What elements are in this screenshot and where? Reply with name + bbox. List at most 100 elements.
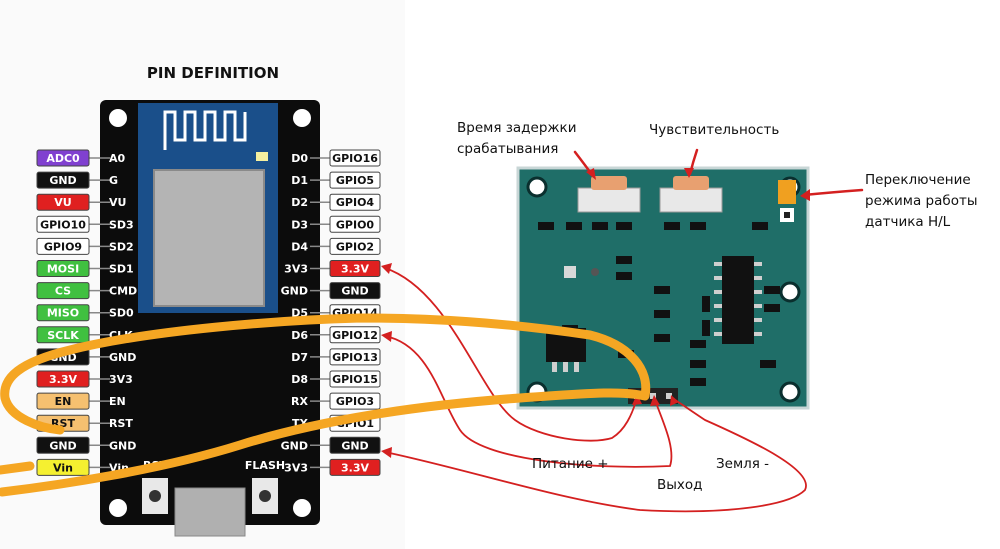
board-pin-label-left-6: CMD [109, 285, 137, 298]
pin-tag-text: 3.3V [49, 373, 77, 386]
pin-tag-text: CS [55, 285, 71, 298]
pin-tag-text: GPIO10 [40, 218, 86, 231]
pin-tag-text: MOSI [47, 263, 79, 276]
pin-tag-right-3: GPIO0 [329, 215, 381, 233]
mount-hole-tr [293, 109, 311, 127]
board-pin-label-left-11: EN [109, 395, 126, 408]
mode-label-line3: датчика H/L [865, 214, 951, 230]
pin-tag-right-1: GPIO5 [329, 171, 381, 189]
pin-tag-text: GND [49, 439, 76, 452]
board-pin-label-left-3: SD3 [109, 218, 134, 231]
pin-tag-right-6: GND [329, 282, 381, 300]
pin-tag-left-8: SCLK [36, 326, 90, 344]
pin-tag-text: MISO [47, 307, 79, 320]
board-pin-label-right-8: D6 [291, 329, 308, 342]
board-pin-label-left-5: SD1 [109, 263, 134, 276]
orange-wire [0, 313, 651, 497]
mode-label-line1: Переключение [865, 172, 971, 188]
pin-tag-left-0: ADC0 [36, 149, 90, 167]
usb-connector [174, 487, 246, 537]
pin-tag-text: 3.3V [341, 263, 369, 276]
ground-label: Земля - [716, 456, 769, 472]
board-pin-label-right-5: 3V3 [284, 263, 308, 276]
pin-tag-right-4: GPIO2 [329, 237, 381, 255]
delay-label-line1: Время задержки [457, 120, 576, 136]
ic-chip [722, 256, 754, 344]
board-pin-label-left-0: A0 [109, 152, 126, 165]
pin-tag-text: GPIO5 [336, 174, 374, 187]
pin-tag-left-7: MISO [36, 304, 90, 322]
pin-tag-text: VU [54, 196, 71, 209]
pin-tag-text: GPIO0 [336, 218, 375, 231]
pin-tag-text: GPIO3 [336, 395, 374, 408]
pin-tag-left-11: EN [36, 392, 90, 410]
board-pin-label-left-4: SD2 [109, 240, 134, 253]
board-pin-label-left-13: GND [109, 439, 136, 452]
pin-tag-text: GPIO16 [332, 152, 378, 165]
nodemcu-board: RST FLASH [100, 100, 320, 537]
power-label: Питание + [532, 456, 609, 472]
board-pin-label-right-1: D1 [291, 174, 308, 187]
pir-sensor-module [516, 166, 810, 410]
pin-tag-right-9: GPIO13 [329, 348, 381, 366]
mode-jumper [778, 180, 796, 222]
mount-hole-br [293, 499, 311, 517]
pin-tag-text: GPIO13 [332, 351, 378, 364]
esp-module [138, 103, 278, 313]
pin-tag-left-13: GND [36, 436, 90, 454]
pin-tag-left-3: GPIO10 [36, 215, 90, 233]
board-pin-label-left-7: SD0 [109, 307, 134, 320]
pin-tag-left-4: GPIO9 [36, 237, 90, 255]
mode-label-line2: режима работы [865, 193, 978, 209]
pin-tag-text: GND [49, 174, 76, 187]
pin-tag-left-10: 3.3V [36, 370, 90, 388]
pin-tag-text: GPIO15 [332, 373, 378, 386]
pin-tag-left-6: CS [36, 282, 90, 300]
board-pin-label-left-9: GND [109, 351, 136, 364]
board-pin-label-right-4: D4 [291, 240, 308, 253]
board-pin-label-right-2: D2 [291, 196, 308, 209]
pin-tag-text: GND [341, 439, 368, 452]
board-pin-label-left-12: RST [109, 417, 133, 430]
board-pin-label-right-10: D8 [291, 373, 308, 386]
pin-tag-text: Vin [53, 461, 73, 474]
sensitivity-potentiometer [659, 176, 723, 213]
delay-potentiometer [577, 176, 641, 213]
pin-tag-text: ADC0 [46, 152, 80, 165]
board-pin-label-left-2: VU [109, 196, 126, 209]
pin-tag-text: GND [341, 285, 368, 298]
pin-tag-left-5: MOSI [36, 260, 90, 277]
board-pin-label-right-14: 3V3 [284, 461, 308, 474]
right-pins: GPIO16D0GPIO5D1GPIO4D2GPIO0D3GPIO2D43.3V… [281, 149, 381, 476]
pin-tag-left-1: GND [36, 171, 90, 189]
mount-hole-tl [109, 109, 127, 127]
pin-tag-right-14: 3.3V [329, 458, 381, 476]
pin-tag-left-2: VU [36, 193, 90, 211]
pin-tag-right-8: GPIO12 [329, 326, 381, 344]
pin-tag-text: EN [55, 395, 72, 408]
pin-tag-text: GPIO2 [336, 240, 374, 253]
pin-tag-right-2: GPIO4 [329, 193, 381, 211]
pin-tag-left-14: Vin [36, 458, 90, 476]
output-label: Выход [657, 477, 703, 493]
board-pin-label-right-6: GND [281, 285, 308, 298]
delay-label-line2: срабатывания [457, 141, 558, 157]
pin-tag-text: 3.3V [341, 461, 369, 474]
pin-tag-right-10: GPIO15 [329, 370, 381, 388]
board-pin-label-right-3: D3 [291, 218, 308, 231]
board-pin-label-right-13: GND [281, 439, 308, 452]
pin-tag-right-5: 3.3V [329, 260, 381, 277]
board-pin-label-left-10: 3V3 [109, 373, 133, 386]
pin-tag-text: GPIO9 [44, 240, 82, 253]
mount-hole-bl [109, 499, 127, 517]
flash-button-label: FLASH [245, 459, 285, 472]
pin-definition-title: PIN DEFINITION [147, 64, 279, 82]
pin-tag-right-13: GND [329, 436, 381, 454]
pin-tag-text: GPIO4 [336, 196, 375, 209]
pin-tag-text: SCLK [47, 329, 79, 342]
pin-tag-right-0: GPIO16 [329, 149, 381, 167]
sensitivity-label: Чувствительность [649, 122, 779, 138]
pin-tag-text: GPIO12 [332, 329, 378, 342]
board-pin-label-left-1: G [109, 174, 118, 187]
